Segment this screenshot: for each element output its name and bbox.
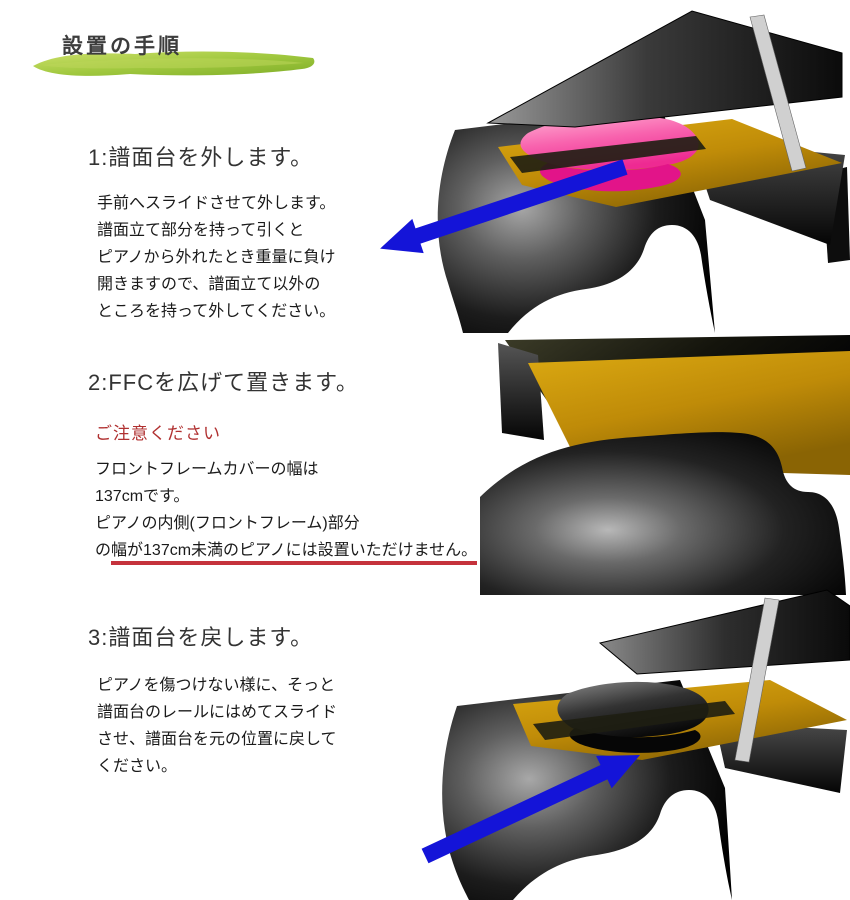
piano-illustration-step3: [395, 588, 850, 900]
grand-piano-step2-image: [480, 335, 850, 595]
step-3-body: ピアノを傷つけない様に、そっと 譜面台のレールにはめてスライド させ、譜面台を元…: [97, 677, 338, 775]
piano-front-rim: [480, 432, 846, 595]
step-1: 1:譜面台を外します。 手前へスライドさせて外します。 譜面立て部分を持って引く…: [88, 140, 408, 325]
piano-left-wall: [498, 343, 544, 440]
step-1-body: 手前へスライドさせて外します。 譜面立て部分を持って引くと ピアノから外れたとき…: [97, 195, 336, 320]
step-2: 2:FFCを広げて置きます。 ご注意ください フロントフレームカバーの幅は 13…: [88, 365, 558, 565]
piano-illustration-step1: [360, 5, 850, 335]
piano-lid: [598, 589, 850, 675]
piano-illustration-step2: [480, 335, 850, 600]
green-brush-stroke-icon: [33, 51, 315, 76]
step-3: 3:譜面台を戻します。 ピアノを傷つけない様に、そっと 譜面台のレールにはめてス…: [88, 620, 418, 780]
blue-arrow-left-icon: [380, 159, 628, 254]
step-1-heading: 1:譜面台を外します。: [88, 145, 314, 170]
blue-arrow-right-icon: [421, 755, 640, 864]
lid-prop-stick: [734, 597, 780, 763]
music-stand-rail: [510, 136, 706, 173]
piano-lid: [486, 10, 843, 128]
page-title: 設置の手順: [62, 35, 182, 58]
caution-title: ご注意ください: [95, 424, 221, 443]
warning-underlined-text: 幅が137cm未満のピアノには設置いただけません。: [111, 542, 478, 565]
lid-prop-stick: [749, 14, 807, 172]
step-2-body: フロントフレームカバーの幅は 137cmです。 ピアノの内側(フロントフレーム)…: [95, 461, 360, 532]
grand-piano-step3-image: [421, 589, 850, 900]
grand-piano-step1-image: [380, 10, 850, 333]
music-stand-rail: [533, 701, 735, 740]
step-2-warning-line: の幅が137cm未満のピアノには設置いただけません。: [95, 537, 558, 565]
step-2-heading: 2:FFCを広げて置きます。: [88, 370, 359, 395]
dark-cover-front-edge: [569, 728, 701, 753]
step-3-heading: 3:譜面台を戻します。: [88, 625, 314, 650]
title-decoration-wrap: [30, 46, 320, 80]
warning-prefix: の: [95, 542, 112, 559]
